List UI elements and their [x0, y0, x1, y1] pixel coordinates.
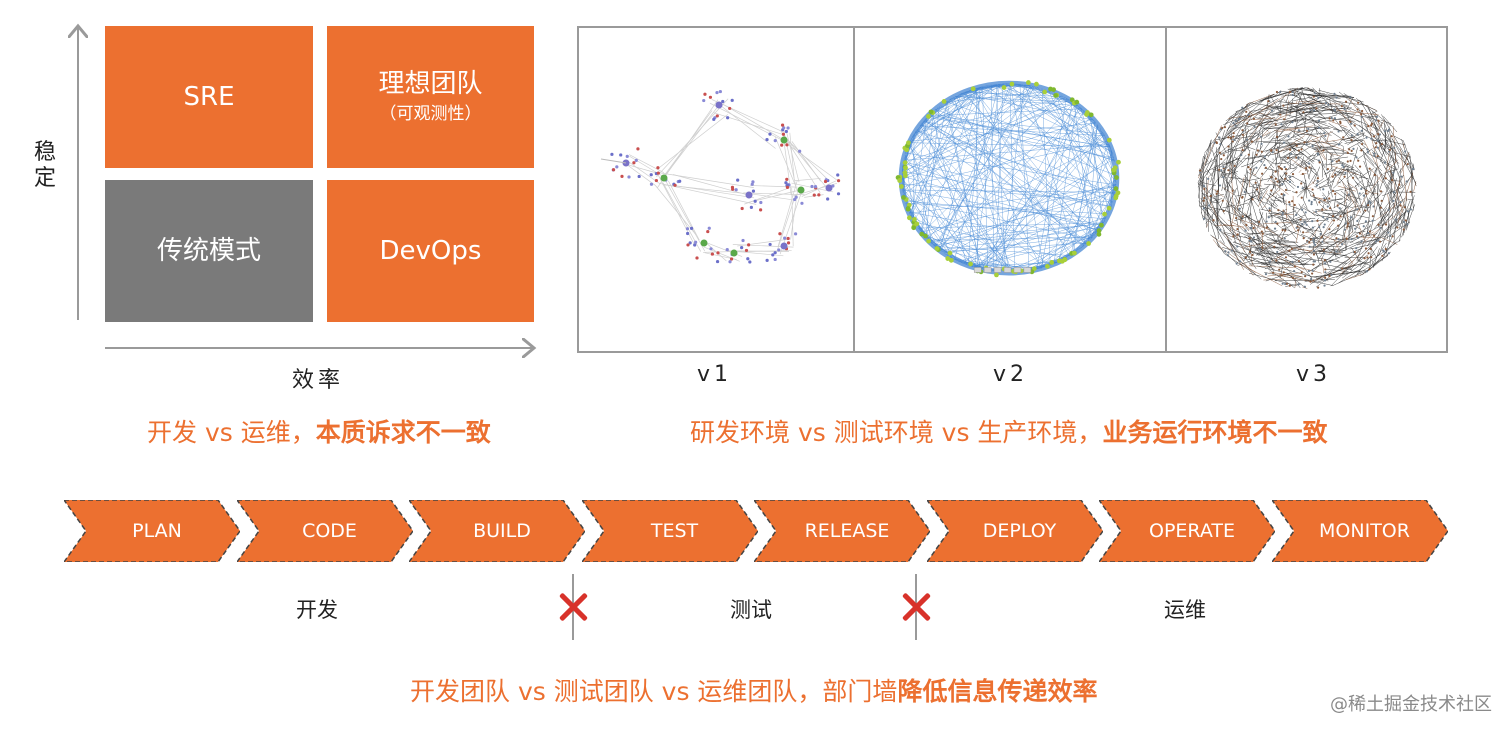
- quadrant-sre-label: SRE: [183, 82, 235, 112]
- cross-mark-icon: [558, 592, 588, 622]
- pipeline-stage-label: DEPLOY: [982, 520, 1057, 542]
- quadrant-ideal-team-label: 理想团队: [378, 69, 483, 99]
- caption-department-wall-plain: 开发团队 vs 测试团队 vs 运维团队，部门墙: [410, 677, 898, 706]
- v3-network-graph: [1197, 87, 1417, 289]
- architecture-v3-image: [1165, 28, 1446, 351]
- caption-dev-vs-ops: 开发 vs 运维，本质诉求不一致: [147, 413, 491, 449]
- quadrant-devops-label: DevOps: [379, 236, 482, 266]
- pipeline-stage-monitor: MONITOR: [1271, 500, 1448, 562]
- caption-environments: 研发环境 vs 测试环境 vs 生产环境，业务运行环境不一致: [690, 413, 1327, 449]
- quadrant-devops: DevOps: [327, 180, 534, 322]
- version-label-v3: v3: [1296, 362, 1332, 387]
- caption-environments-bold: 业务运行环境不一致: [1102, 418, 1328, 447]
- caption-department-wall-bold: 降低信息传递效率: [897, 677, 1098, 706]
- quadrant-axes: [0, 0, 560, 400]
- pipeline-stage-deploy: DEPLOY: [926, 500, 1103, 562]
- pipeline-stage-label: CODE: [302, 520, 357, 542]
- quadrant-ideal-team: 理想团队 （可观测性）: [327, 26, 534, 168]
- quadrant-traditional: 传统模式: [105, 180, 313, 322]
- team-label-ops: 运维: [1164, 598, 1206, 622]
- pipeline-stage-build: BUILD: [409, 500, 585, 562]
- pipeline-stage-label: MONITOR: [1319, 520, 1410, 542]
- quadrant-ideal-team-sublabel: （可观测性）: [379, 104, 482, 124]
- pipeline-stage-label: TEST: [650, 520, 699, 542]
- caption-dev-vs-ops-plain: 开发 vs 运维，: [147, 418, 316, 447]
- cross-mark-icon: [901, 592, 931, 622]
- v1-network-graph: [600, 89, 841, 264]
- pipeline-stage-test: TEST: [581, 500, 758, 562]
- caption-department-wall: 开发团队 vs 测试团队 vs 运维团队，部门墙降低信息传递效率: [410, 672, 1097, 708]
- pipeline-stage-label: BUILD: [473, 520, 531, 542]
- pipeline-stage-plan: PLAN: [64, 500, 240, 562]
- version-label-v2: v2: [993, 362, 1029, 387]
- y-axis-label: 稳定: [33, 140, 56, 191]
- pipeline-stage-release: RELEASE: [754, 500, 930, 562]
- pipeline-stage-label: RELEASE: [804, 520, 890, 542]
- pipeline-stage-label: PLAN: [132, 520, 182, 542]
- pipeline-stage-operate: OPERATE: [1099, 500, 1275, 562]
- architecture-v2-image: [853, 28, 1163, 351]
- team-label-test: 测试: [730, 598, 772, 622]
- team-label-dev: 开发: [296, 598, 338, 622]
- quadrant-sre: SRE: [105, 26, 313, 168]
- version-label-v1: v1: [697, 362, 733, 387]
- v2-network-graph: [895, 80, 1121, 278]
- quadrant-traditional-label: 传统模式: [156, 236, 261, 266]
- architecture-v1-image: [579, 28, 851, 351]
- x-axis-label: 效率: [291, 368, 344, 393]
- caption-environments-plain: 研发环境 vs 测试环境 vs 生产环境，: [690, 418, 1103, 447]
- watermark: @稀土掘金技术社区: [1330, 694, 1492, 715]
- caption-dev-vs-ops-bold: 本质诉求不一致: [315, 418, 491, 447]
- pipeline-stage-code: CODE: [236, 500, 413, 562]
- architecture-panels: [577, 26, 1448, 353]
- pipeline-stage-label: OPERATE: [1149, 520, 1235, 542]
